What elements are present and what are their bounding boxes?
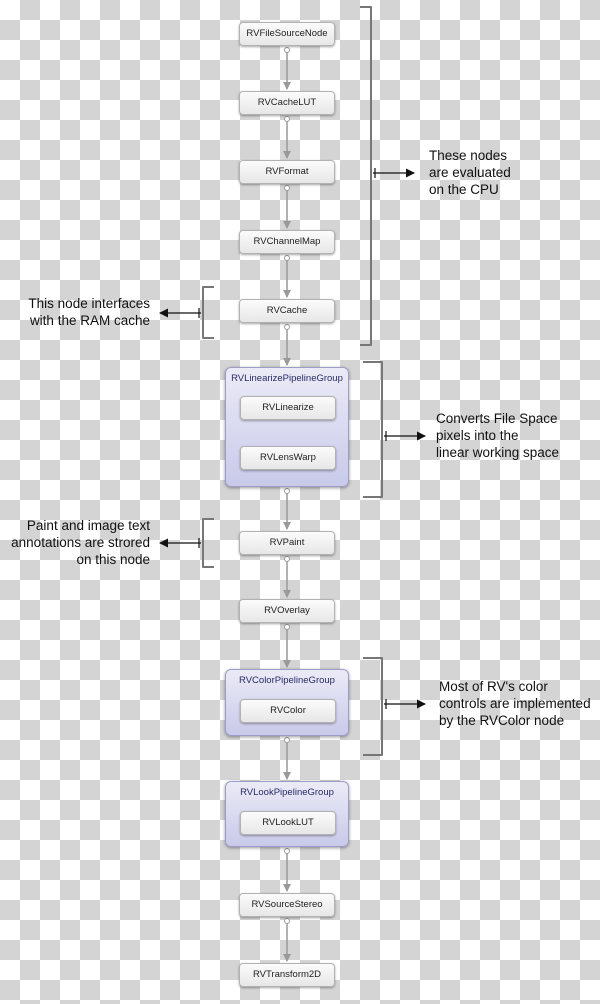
annotation-cpu-line: on the CPU: [429, 182, 499, 197]
node-rvlinearize: RVLinearize: [240, 396, 336, 420]
node-rvformat: RVFormat: [239, 160, 335, 184]
node-rvchannelmap: RVChannelMap: [239, 230, 335, 254]
annotation-linearize: Converts File Space pixels into the line…: [436, 410, 559, 461]
node-rvcolor: RVColor: [240, 699, 336, 723]
port-dot: [284, 488, 290, 494]
port-dot: [284, 255, 290, 261]
annotation-cpu-line: These nodes: [429, 148, 508, 163]
annotation-linearize-line: Converts File Space: [436, 411, 558, 426]
annotation-color: Most of RV's color controls are implemen…: [439, 678, 591, 729]
annotation-paint-line: Paint and image text: [26, 518, 150, 533]
annotation-ram-cache-line: with the RAM cache: [29, 313, 150, 328]
annotation-ram-cache-line: This node interfaces: [28, 296, 150, 311]
port-dot: [284, 324, 290, 330]
group-linearize-title: RVLinearizePipelineGroup: [231, 373, 343, 384]
annotation-paint-line: annotations are strored: [11, 535, 150, 550]
group-color-pipeline: RVColorPipelineGroup RVColor: [225, 669, 349, 736]
node-rvpaint: RVPaint: [239, 531, 335, 555]
port-dot: [284, 848, 290, 854]
bracket-color: [363, 657, 383, 756]
port-dot: [284, 116, 290, 122]
bracket-ram-cache: [202, 286, 214, 339]
annotation-color-line: controls are implemented: [439, 696, 591, 711]
bracket-cpu: [360, 6, 372, 346]
port-dot: [284, 556, 290, 562]
annotation-cpu-line: are evaluated: [429, 165, 511, 180]
annotation-ram-cache: This node interfaces with the RAM cache: [28, 295, 150, 329]
port-dot: [284, 47, 290, 53]
annotation-linearize-line: linear working space: [436, 445, 560, 460]
node-rvcache: RVCache: [239, 299, 335, 323]
port-dot: [284, 737, 290, 743]
node-rvfilesourcenode: RVFileSourceNode: [239, 22, 335, 46]
node-rvsourcestereo: RVSourceStereo: [239, 893, 335, 917]
node-rvcachelut: RVCacheLUT: [239, 91, 335, 115]
node-rvtransform2d: RVTransform2D: [239, 963, 335, 987]
annotation-color-line: Most of RV's color: [439, 679, 548, 694]
annotation-cpu: These nodes are evaluated on the CPU: [429, 147, 511, 198]
node-rvoverlay: RVOverlay: [239, 599, 335, 623]
group-linearize-pipeline: RVLinearizePipelineGroup RVLinearize RVL…: [225, 367, 349, 487]
annotation-paint-line: on this node: [76, 552, 150, 567]
group-look-title: RVLookPipelineGroup: [240, 787, 334, 798]
group-look-pipeline: RVLookPipelineGroup RVLookLUT: [225, 781, 349, 847]
group-color-title: RVColorPipelineGroup: [239, 675, 335, 686]
bracket-linearize: [363, 361, 383, 498]
annotation-paint: Paint and image text annotations are str…: [11, 517, 150, 568]
annotation-color-line: by the RVColor node: [439, 713, 565, 728]
port-dot: [284, 624, 290, 630]
port-dot: [284, 918, 290, 924]
node-rvlooklut: RVLookLUT: [240, 811, 336, 835]
port-dot: [284, 185, 290, 191]
bracket-paint: [202, 518, 214, 568]
annotation-linearize-line: pixels into the: [436, 428, 519, 443]
node-rvlenswarp: RVLensWarp: [240, 446, 336, 470]
